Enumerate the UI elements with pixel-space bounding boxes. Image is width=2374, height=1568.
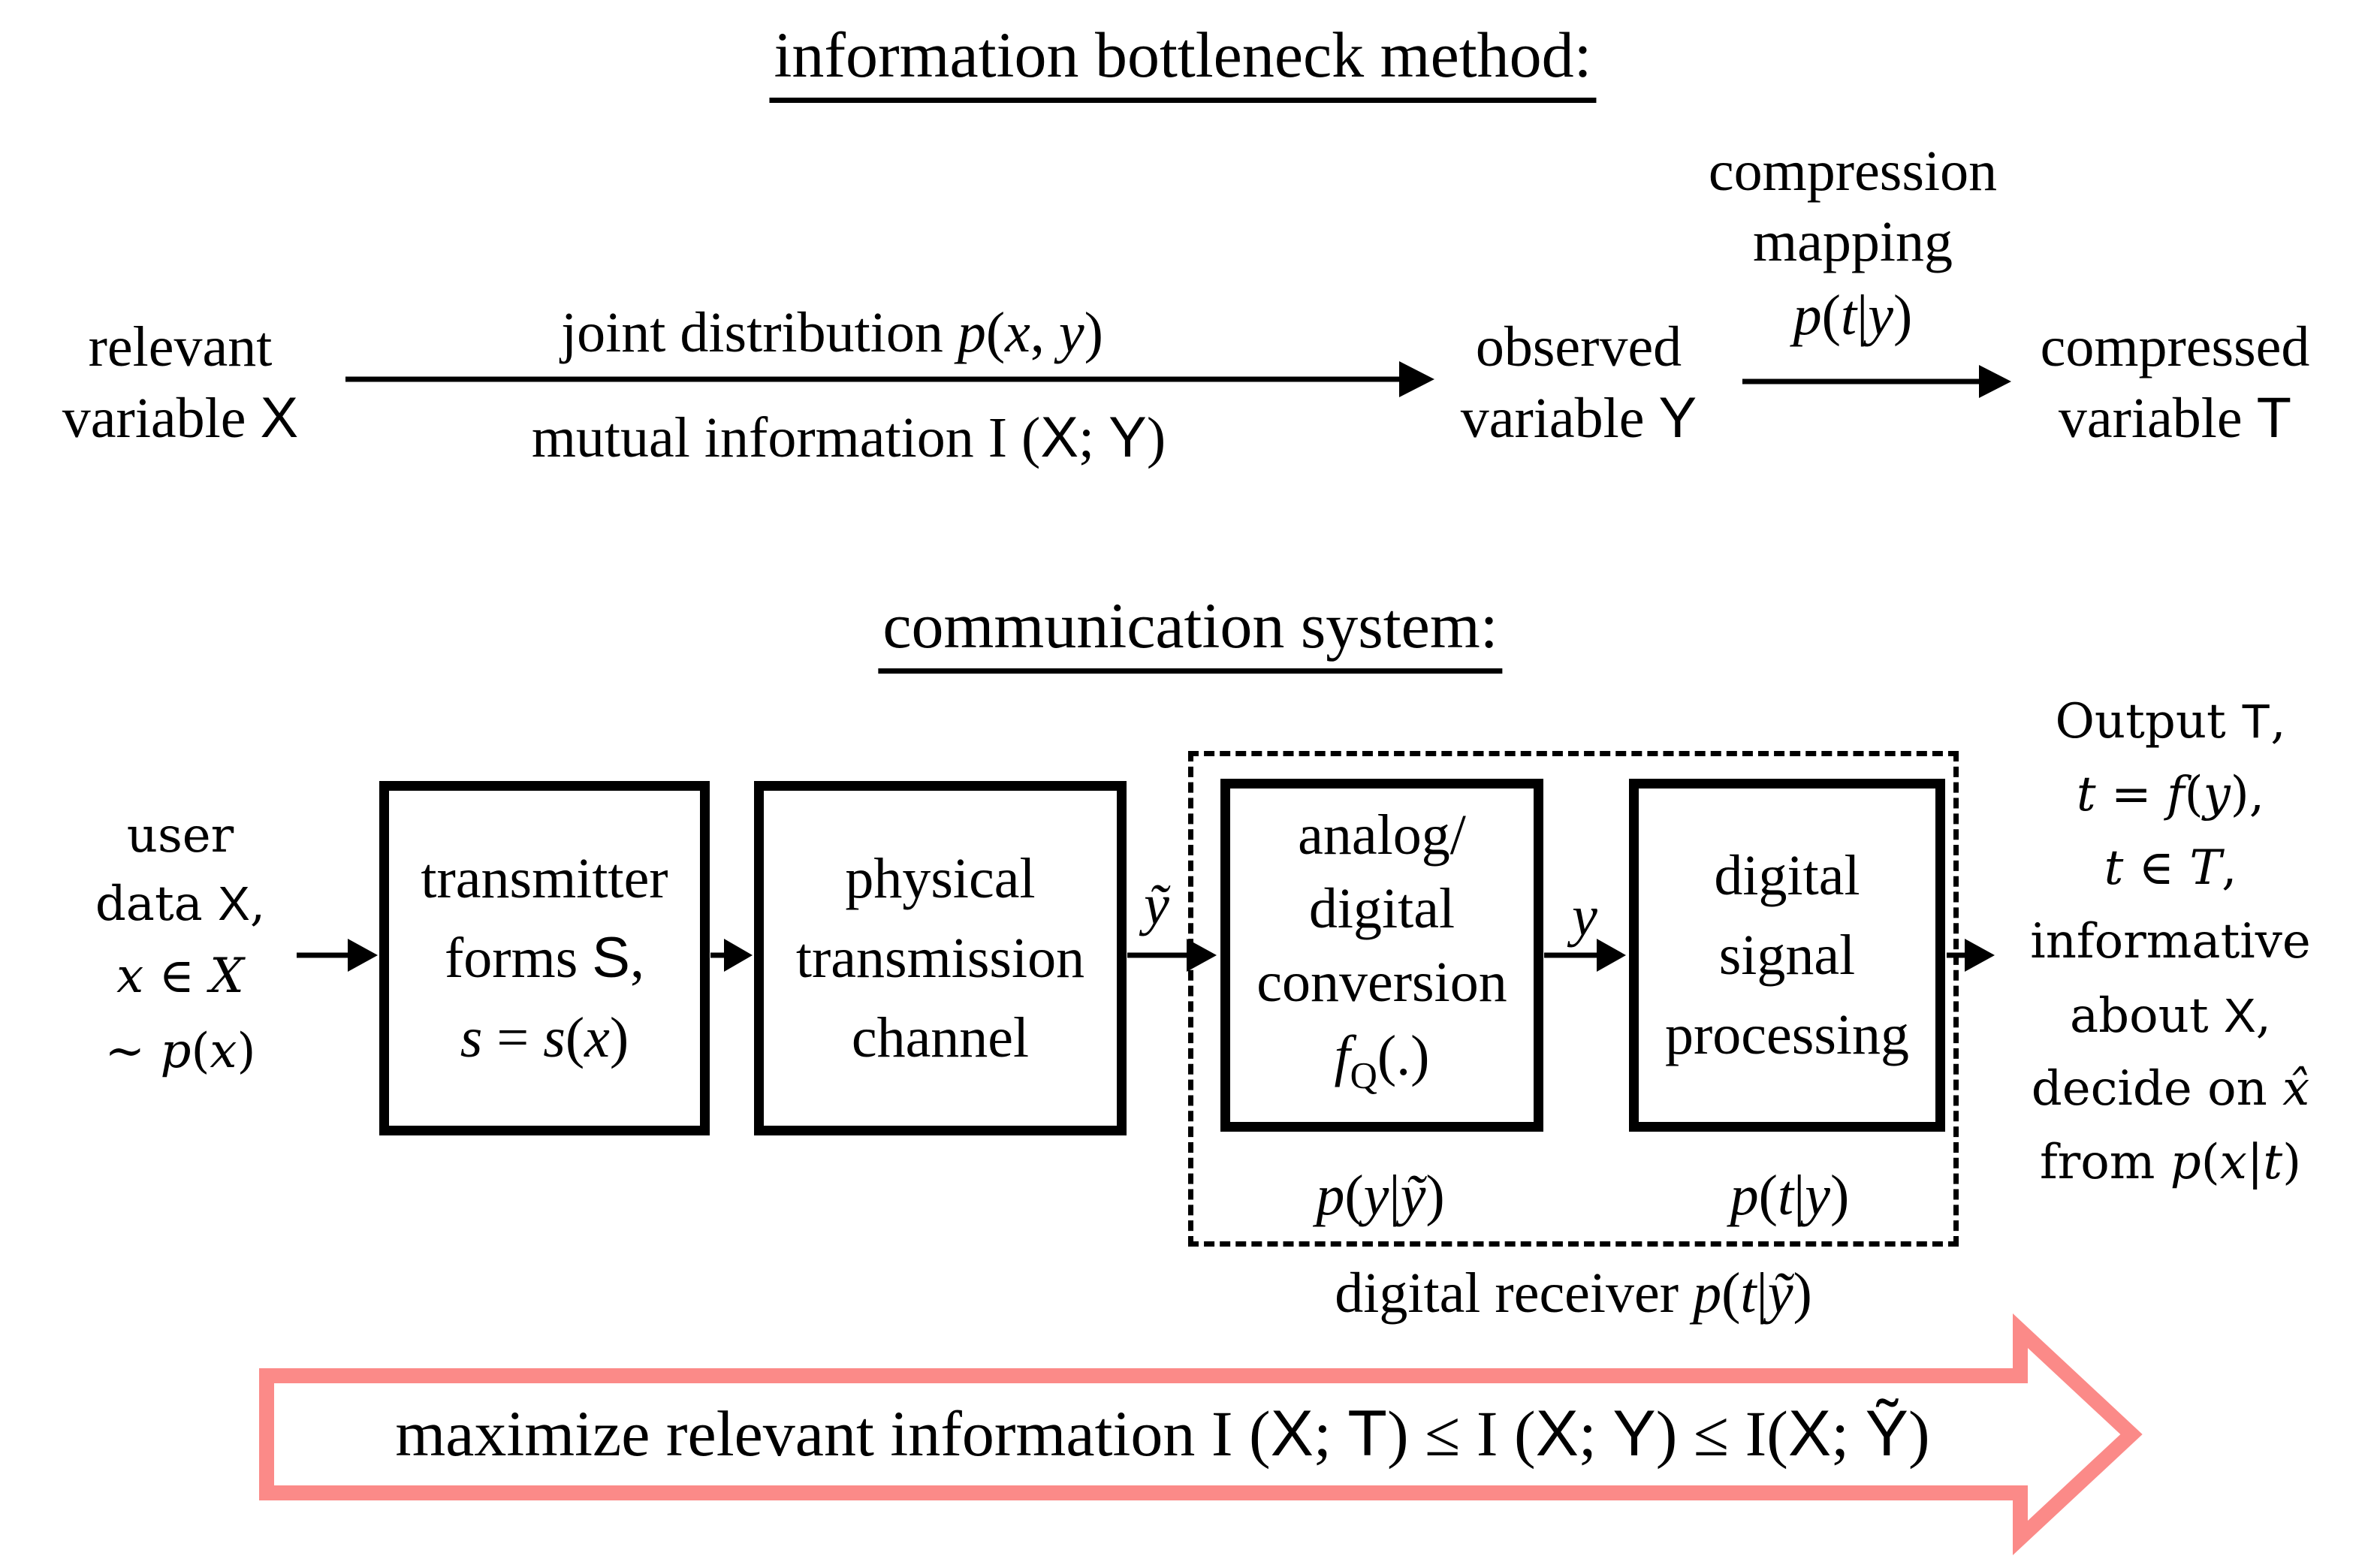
ytilde-signal-label: ỹ [1144,873,1169,936]
transmitter-box-line3: s = s(x) [460,1006,629,1069]
transmitter-box: transmitter forms S, s = s(x) [379,781,710,1135]
compressed-variable-label-line1: compressed [2040,315,2310,378]
banner-arrow-outline [259,1313,2143,1555]
observed-variable-label-line2: variable Y [1460,386,1697,450]
user-data-label-line2: data X, [95,876,266,932]
arrow-adc-to-dsp [1544,939,1626,972]
arrow-channel-to-adc [1127,939,1217,972]
output-label-line7: from p(x|t) [2039,1135,2302,1190]
digital-receiver-caption: digital receiver p(t|ỹ) [1335,1262,1812,1325]
arrow-transmitter-to-channel [710,939,753,972]
digital-receiver-group-box [1188,751,1959,1247]
dsp-box-line3: processing [1664,1003,1910,1066]
user-data-label-line4: ∼ p(x) [104,1024,256,1079]
adc-box-line1: analog/ [1298,804,1466,867]
user-data-label-line1: user [126,808,234,864]
dsp-box-line2: signal [1718,924,1856,987]
compression-mapping-label-line1: compression [1708,140,1998,203]
output-label-line2: t = f(y), [2076,767,2265,822]
physical-channel-box-line3: channel [851,1006,1030,1069]
compression-mapping-math: p(t|y) [1793,284,1913,347]
compressed-variable-label-line2: variable T [2058,386,2292,450]
output-label-line5: about X, [2070,988,2271,1044]
mutual-information-label: mutual information I (X; Y) [531,406,1166,469]
cs-title: communication system: [878,593,1503,674]
maximize-information-banner-text: maximize relevant information I (X; T) ≤… [395,1398,1930,1470]
arrow-y-to-t [1742,365,2011,398]
y-signal-label: y [1572,885,1597,948]
transmitter-box-line2: forms S, [444,926,644,990]
physical-channel-box-line1: physical [845,847,1036,910]
ib-title: information bottleneck method: [769,23,1597,103]
adc-box: analog/ digital conversion fQ(.) [1220,779,1543,1132]
user-data-label-line3: x ∈ X [116,948,244,1004]
joint-distribution-label: joint distribution p(x, y) [561,301,1103,364]
output-label-line3: t ∈ T, [2104,840,2237,896]
arrow-input-to-transmitter [297,939,378,972]
dsp-box-line1: digital [1714,844,1860,907]
observed-variable-label-line1: observed [1475,315,1682,378]
compression-mapping-label-line2: mapping [1753,210,1953,273]
adc-conditional-label: p(y|ỹ) [1316,1164,1445,1227]
relevant-variable-label-line1: relevant [88,315,273,378]
physical-channel-box: physical transmission channel [754,781,1127,1135]
relevant-variable-label-line2: variable X [62,386,299,450]
adc-box-line4: fQ(.) [1334,1024,1430,1096]
output-label-line4: informative [2030,914,2311,969]
output-label-line1: Output T, [2055,694,2286,749]
arrow-x-to-y [345,361,1434,397]
transmitter-box-line1: transmitter [421,847,668,910]
dsp-conditional-label: p(t|y) [1730,1164,1850,1227]
adc-box-line3: conversion [1256,951,1507,1015]
physical-channel-box-line2: transmission [795,927,1085,990]
output-label-line6: decide on x̂ [2031,1061,2310,1117]
adc-box-line2: digital [1308,877,1455,941]
dsp-box: digital signal processing [1629,779,1945,1132]
